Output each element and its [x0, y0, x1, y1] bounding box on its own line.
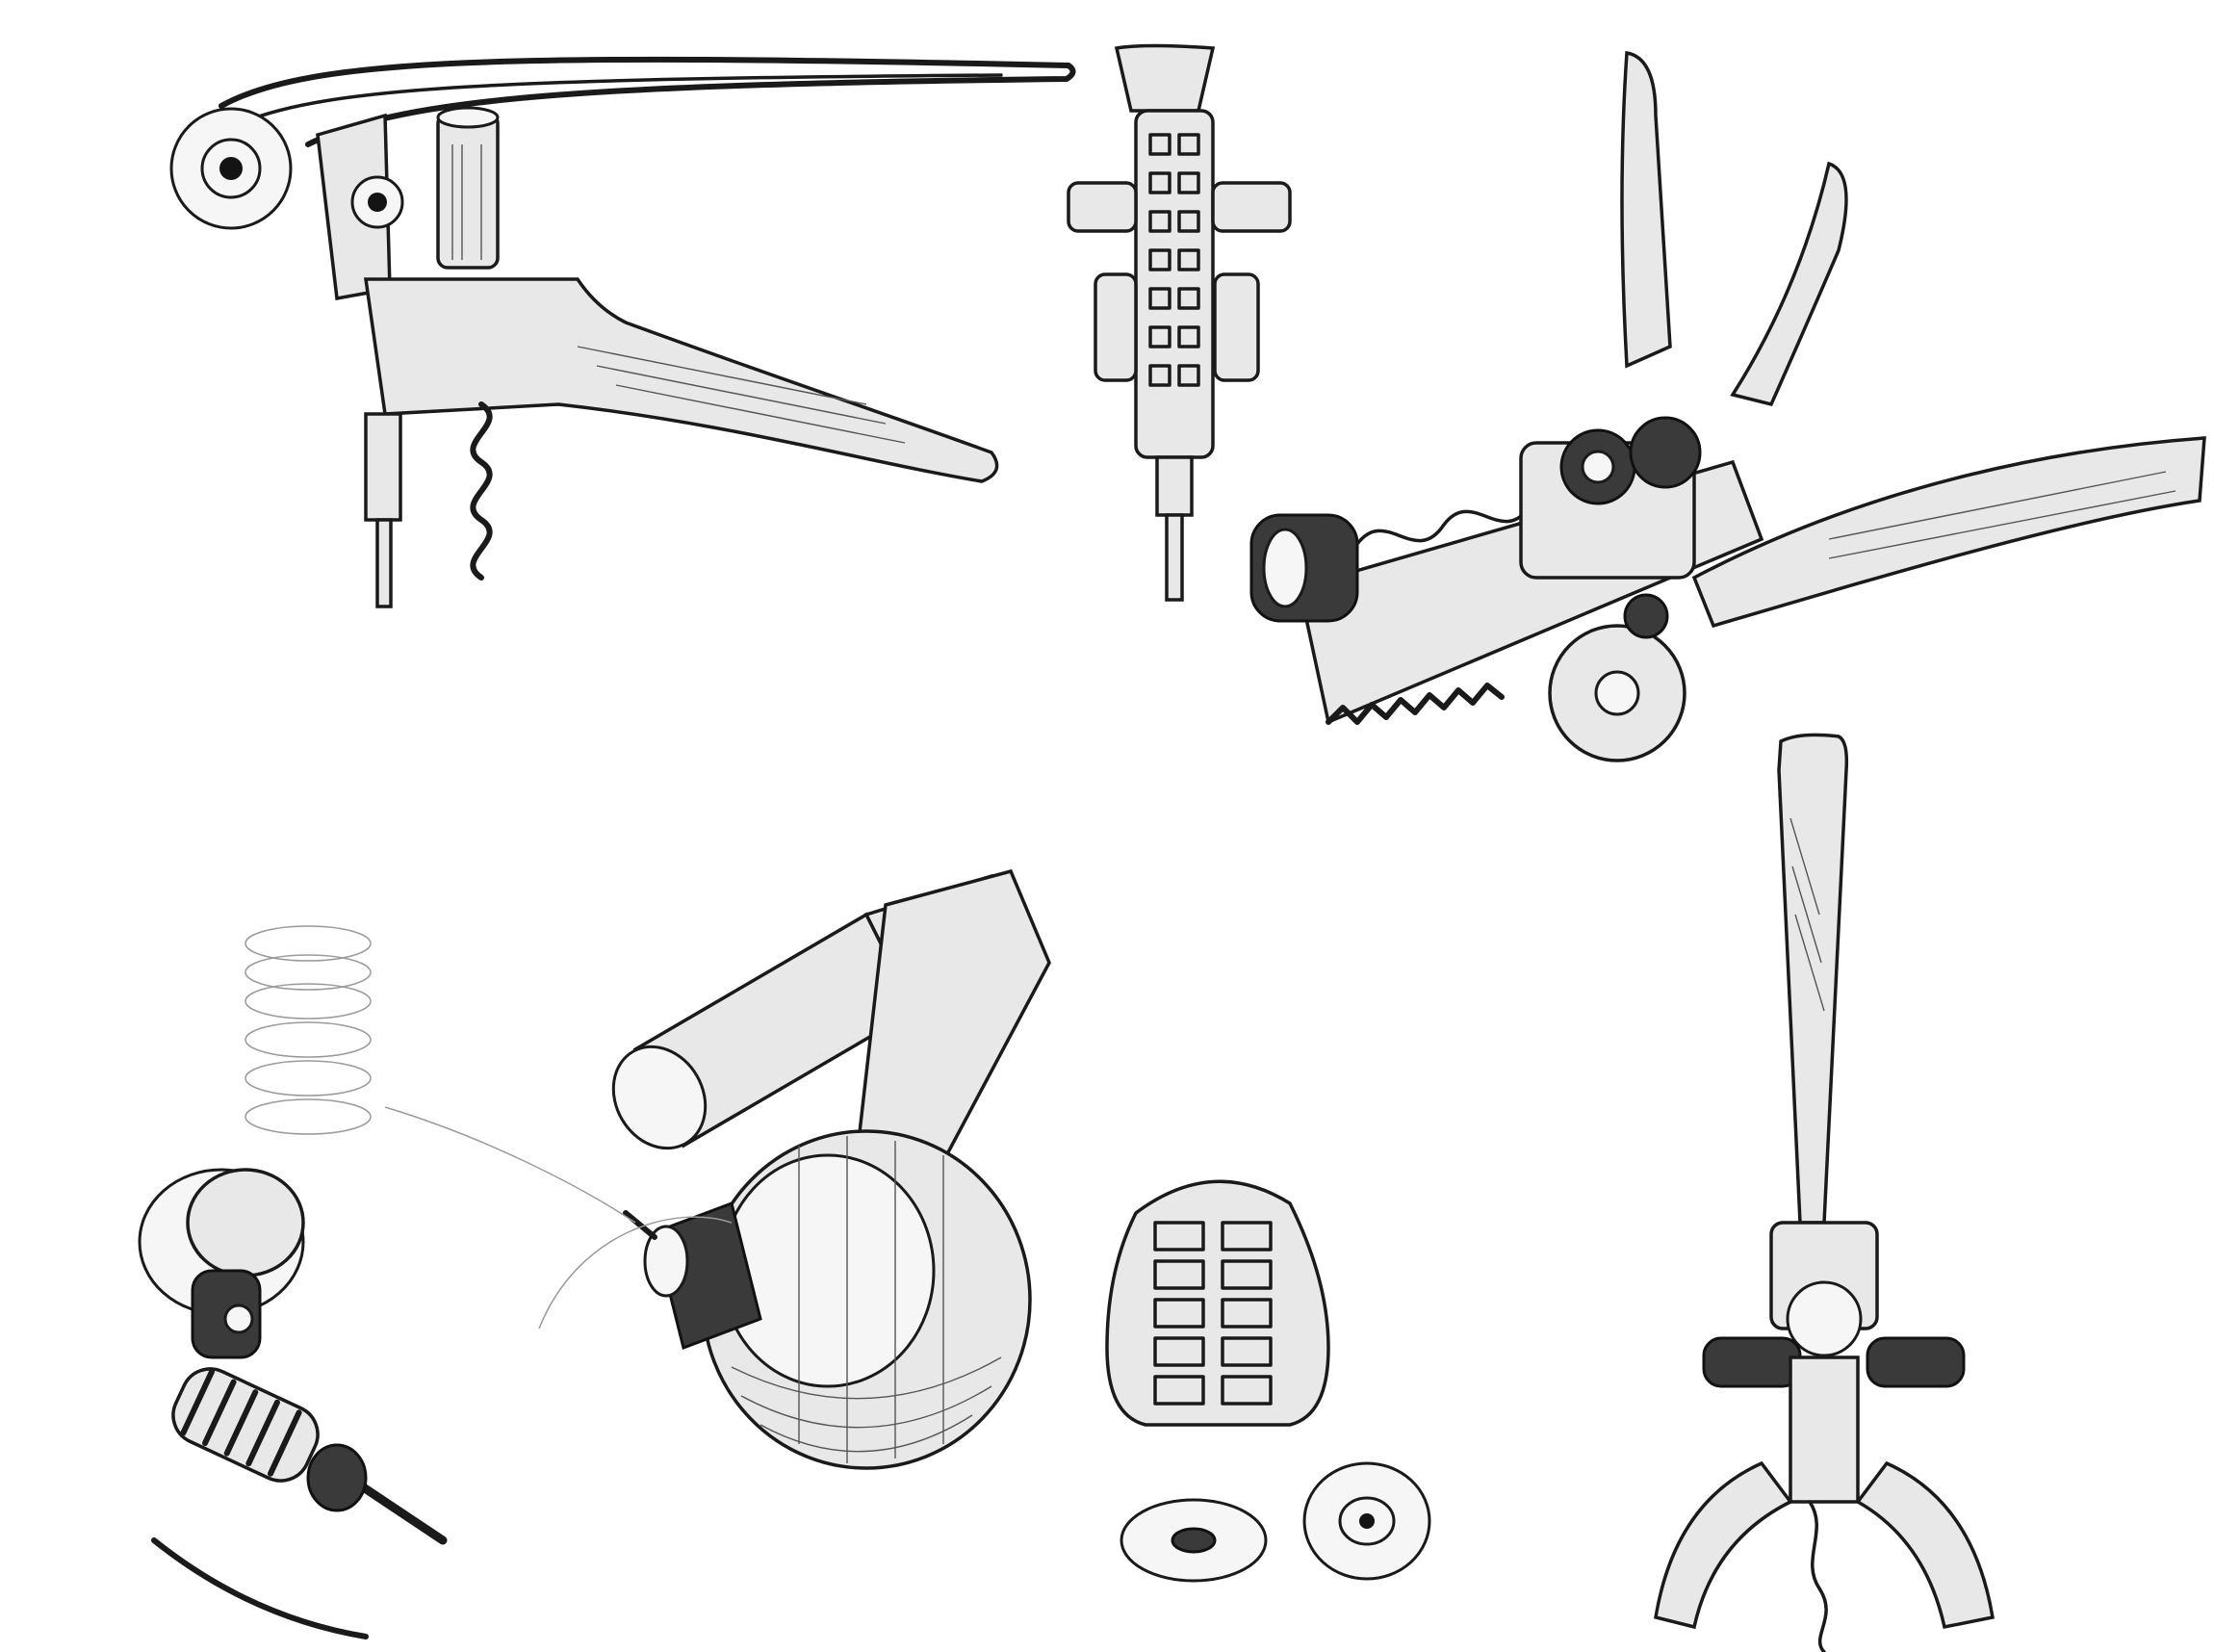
sketch-mechanism-front-view [1067, 43, 1292, 602]
sketch-spiral-screw-detail [138, 925, 448, 1639]
sketch-jaw-and-caps-detail [1105, 1179, 1431, 1583]
sketch-rollers-gear-detail [384, 868, 1051, 1470]
sketch-lever-perspective-view [1249, 50, 2206, 762]
sketch-lever-front-view [1654, 733, 1995, 1652]
sketch-lever-side-view [169, 56, 1076, 608]
sketch-sheet [138, 43, 2206, 1652]
